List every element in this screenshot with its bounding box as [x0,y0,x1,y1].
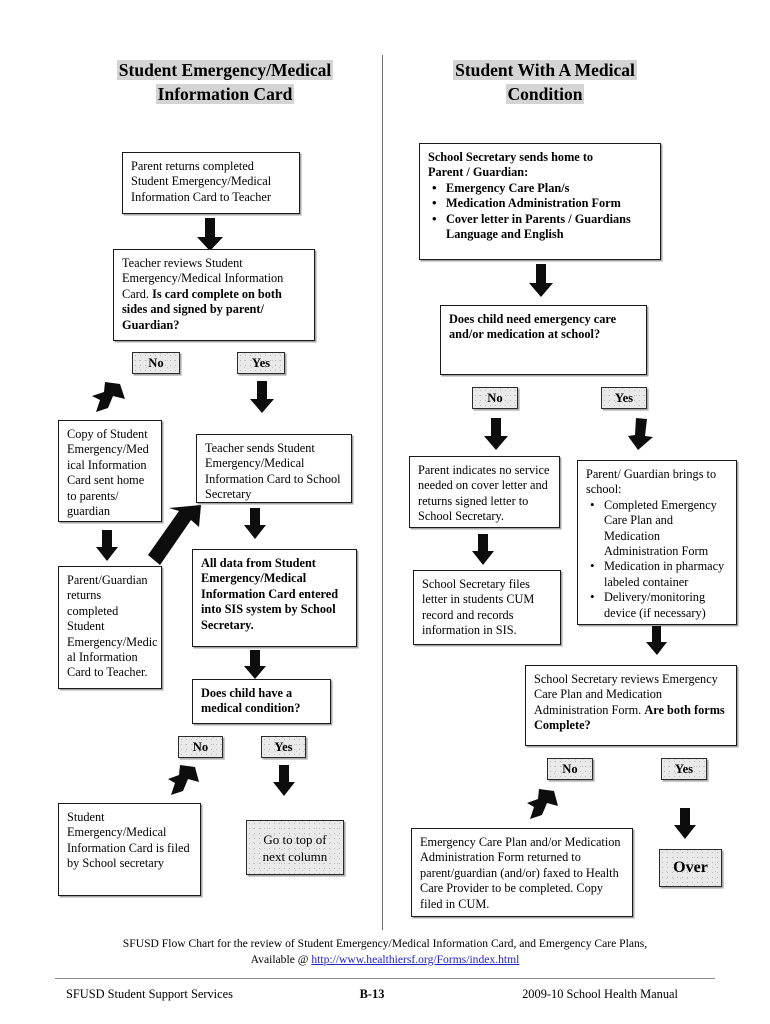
left-decision-yes-1-label: Yes [251,356,271,370]
right-decision-yes-2-label: Yes [674,762,694,776]
right-box-does-child-need-care: Does child need emergency care and/or me… [440,305,647,375]
right-box-7-text: Emergency Care Plan and/or Medication Ad… [420,835,621,911]
right-box-parent-no-service: Parent indicates no service needed on co… [409,456,560,528]
footer-link[interactable]: http://www.healthiersf.org/Forms/index.h… [311,952,520,966]
left-box-teacher-sends-card: Teacher sends Student Emergency/Medical … [196,434,352,503]
footer-note-line2: Available @ http://www.healthiersf.org/F… [55,952,715,968]
right-box-secretary-reviews-forms: School Secretary reviews Emergency Care … [525,665,737,746]
left-box-card-filed-by-secretary: Student Emergency/Medical Information Ca… [58,803,201,896]
left-box-2-normal-text: Teacher reviews Student Emergency/Medica… [122,256,284,301]
right-decision-no-2-label: No [562,762,578,776]
arrow-down-2 [249,381,275,414]
right-column-title-line1: Student With A Medical [453,60,637,80]
right-box-6-bold-text: Are both forms Complete? [534,702,725,733]
left-box-teacher-reviews-card: Teacher reviews Student Emergency/Medica… [113,249,315,341]
list-item: Delivery/monitoring device (if necessary… [590,589,728,621]
right-box-1-bullet-list: Emergency Care Plan/s Medication Adminis… [428,180,652,243]
list-item: Cover letter in Parents / Guardians Lang… [432,211,652,243]
right-box-1-head-line1: School Secretary sends home to [428,150,594,164]
right-decision-no-1[interactable]: No [472,387,518,409]
right-box-5-bullet-list: Completed Emergency Care Plan and Medica… [586,497,728,621]
arrow-diagonal-down-left-1 [92,382,126,414]
right-box-6-normal-text: School Secretary reviews Emergency Care … [534,672,718,717]
right-column-title: Student With A Medical Condition [400,58,690,106]
arrow-diagonal-down-left-r [527,789,559,821]
right-column-title-line2: Condition [505,84,585,104]
right-decision-no-1-label: No [487,391,503,405]
left-decision-no-2-label: No [192,740,209,754]
footer-note-line1: SFUSD Flow Chart for the review of Stude… [122,937,648,950]
arrow-diagonal-down-left-2 [168,765,200,797]
right-decision-no-2[interactable]: No [547,758,593,780]
right-over-label: Over [673,859,708,876]
left-box-copy-sent-home: Copy of Student Emergency/Med ical Infor… [58,420,162,522]
arrow-down-r2 [483,418,509,451]
left-box-5-text: Parent/Guardian returns completed Studen… [67,573,158,680]
left-goto-next-column[interactable]: Go to top of next column [246,820,344,875]
footer-row: SFUSD Student Support Services B-13 2009… [66,986,678,1006]
footer-note-line2-prefix: Available @ [250,952,312,966]
right-box-parent-brings-to-school: Parent/ Guardian brings to school: Compl… [577,460,737,625]
footer-note: SFUSD Flow Chart for the review of Stude… [55,936,715,967]
left-decision-yes-1[interactable]: Yes [237,352,285,374]
arrow-down-1 [196,218,224,252]
left-column-title-line2: Information Card [155,84,295,104]
list-item: Medication Administration Form [432,195,652,211]
arrow-down-r4 [471,534,495,566]
right-box-5-head-line1: Parent/ Guardian brings to [586,467,717,481]
left-column-title: Student Emergency/Medical Information Ca… [80,58,370,106]
left-decision-no-1-label: No [148,356,164,370]
arrow-down-r6 [673,808,697,840]
right-box-1-head-line2: Parent / Guardian: [428,165,529,180]
right-box-forms-returned-to-parent: Emergency Care Plan and/or Medication Ad… [411,828,633,917]
right-box-secretary-sends-home: School Secretary sends home to Parent / … [419,143,661,260]
arrow-down-5 [243,650,267,680]
left-box-parent-returns-card: Parent returns completed Student Emergen… [122,152,300,214]
right-box-4-text: School Secretary files letter in student… [422,577,535,638]
left-box-4-text: Teacher sends Student Emergency/Medical … [205,441,341,502]
arrow-down-4 [243,508,267,540]
right-decision-yes-1[interactable]: Yes [601,387,647,409]
arrow-down-r3 [628,418,656,451]
left-box-does-child-have-condition: Does child have a medical condition? [192,679,331,724]
left-decision-yes-2-label: Yes [274,740,293,754]
left-box-2-bold-text: Is card complete on both sides and signe… [122,286,282,332]
arrow-down-3 [95,530,119,562]
list-item: Emergency Care Plan/s [432,180,652,196]
left-box-3-text: Copy of Student Emergency/Med ical Infor… [67,427,149,519]
arrow-down-6 [272,765,296,797]
right-over-button[interactable]: Over [659,849,722,887]
list-item: Medication in pharmacy labeled container [590,558,728,590]
left-column-title-line1: Student Emergency/Medical [116,60,334,80]
list-item: Completed Emergency Care Plan and Medica… [590,497,728,560]
left-box-8-text: Student Emergency/Medical Information Ca… [67,810,190,871]
footer-page-number: B-13 [359,987,385,1001]
left-box-6-text: All data from Student Emergency/Medical … [201,556,339,632]
left-decision-no-1[interactable]: No [132,352,180,374]
right-decision-yes-2[interactable]: Yes [661,758,707,780]
right-decision-yes-1-label: Yes [614,391,634,405]
footer-left-text: SFUSD Student Support Services [66,987,233,1001]
left-box-parent-guardian-returns: Parent/Guardian returns completed Studen… [58,566,162,689]
left-box-all-data-entered-sis: All data from Student Emergency/Medical … [192,549,357,647]
right-box-3-text: Parent indicates no service needed on co… [418,463,550,524]
left-goto-next-column-label: Go to top of next column [262,831,328,864]
left-decision-no-2[interactable]: No [178,736,223,758]
left-box-1-text: Parent returns completed Student Emergen… [131,159,272,204]
column-divider [382,55,383,930]
footer-right-text: 2009-10 School Health Manual [522,987,678,1001]
left-decision-yes-2[interactable]: Yes [261,736,306,758]
right-box-5-head-line2: school: [586,482,622,497]
footer-divider [55,978,715,979]
right-box-2-text: Does child need emergency care and/or me… [449,312,617,342]
left-box-7-text: Does child have a medical condition? [201,686,301,716]
arrow-down-r1 [528,264,554,298]
arrow-down-r5 [646,626,668,656]
right-box-secretary-files-letter: School Secretary files letter in student… [413,570,561,645]
